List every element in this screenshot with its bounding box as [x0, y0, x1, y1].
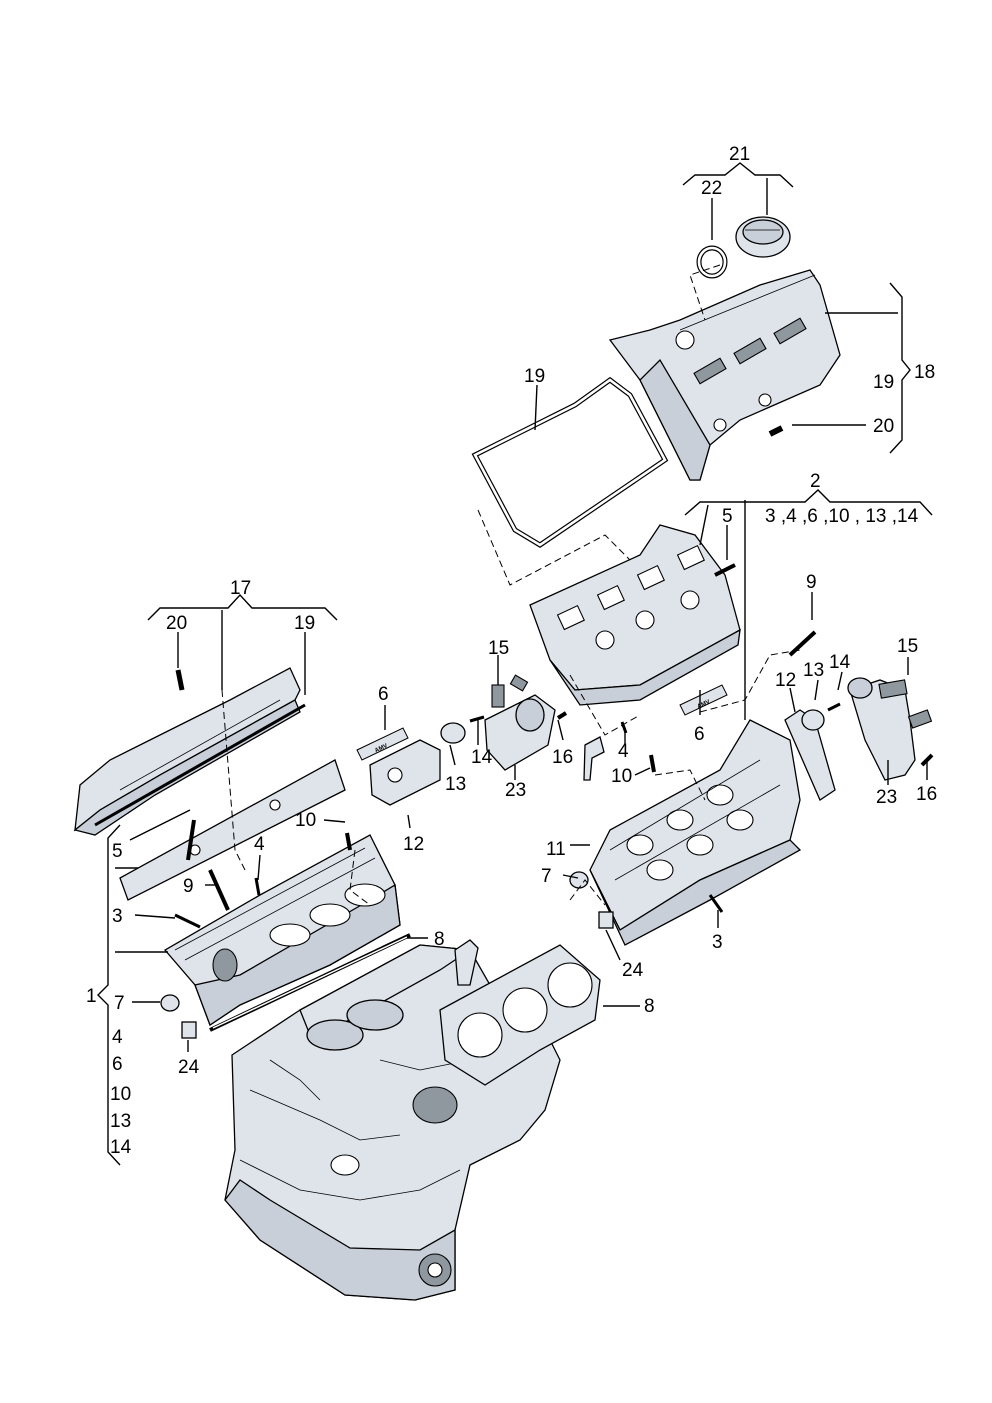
callout-5-right: 5	[722, 506, 733, 527]
cylinder-head-left-icon	[163, 834, 401, 1026]
cylinder-head-cover-left-icon	[73, 667, 301, 836]
camshaft-adjuster-housing-right	[784, 677, 933, 801]
callout-6-left: 6	[378, 684, 389, 705]
callout-3-left: 3	[112, 906, 123, 927]
callout-10-left: 10	[295, 810, 316, 831]
callout-9-right: 9	[806, 572, 817, 593]
callout-4-left: 4	[254, 834, 265, 855]
svg-text:AMV: AMV	[697, 699, 712, 710]
callout-10-right: 10	[611, 766, 632, 787]
oil-filler-cap-icon	[696, 216, 791, 279]
svg-text:AMV: AMV	[374, 743, 389, 754]
callout-2-list: 3 ,4 ,6 ,10 , 13 ,14	[765, 506, 919, 527]
callout-17: 17	[230, 578, 251, 599]
sealant-tube-icon: AMV AMV	[356, 684, 728, 761]
callout-19-left: 19	[294, 613, 315, 634]
callout-4-right: 4	[618, 741, 629, 762]
callout-3-right: 3	[712, 932, 723, 953]
callout-18: 18	[914, 362, 935, 383]
callout-20-top: 20	[873, 416, 894, 437]
cover-gasket-left	[94, 703, 306, 827]
head-gasket-right	[439, 944, 601, 1086]
callout-15-left: 15	[488, 638, 509, 659]
bolt-icon	[174, 425, 934, 929]
callout-8-right: 8	[644, 996, 655, 1017]
camshaft-adjuster-housing-left	[369, 674, 556, 806]
callout-9-left: 9	[183, 876, 194, 897]
leader-lines	[97, 162, 933, 1166]
callout-7-left: 7	[114, 993, 125, 1014]
camshaft-cover-strip-left	[119, 759, 346, 901]
callout-1-list-6: 6	[112, 1054, 123, 1075]
cylinder-head-right-icon	[589, 719, 802, 946]
head-gasket-left	[209, 933, 411, 1032]
callout-20-left: 20	[166, 613, 187, 634]
callout-22: 22	[701, 178, 722, 199]
callout-labels: 21 22 18 19 20 19 2 3 ,4 ,6 ,10 , 13 ,14…	[86, 144, 937, 1158]
callout-12-right: 12	[775, 670, 796, 691]
bracket-icon	[583, 736, 605, 781]
callout-8-left: 8	[434, 929, 445, 950]
callout-13-right: 13	[803, 660, 824, 681]
callout-6-right: 6	[694, 724, 705, 745]
callout-16-left: 16	[552, 747, 573, 768]
callout-2: 2	[810, 471, 821, 492]
cylinder-head-cover-right-icon	[608, 269, 841, 481]
callout-23-right: 23	[876, 787, 897, 808]
callout-14-right: 14	[829, 652, 851, 673]
callout-5-left: 5	[112, 841, 123, 862]
callout-21: 21	[729, 144, 750, 165]
callout-19-top: 19	[873, 372, 894, 393]
callout-24-right: 24	[622, 960, 644, 981]
callout-1: 1	[86, 986, 97, 1007]
seal-plug-icon	[160, 871, 614, 1039]
callout-14-left: 14	[471, 747, 493, 768]
callout-1-list-13: 13	[110, 1111, 131, 1132]
cover-gasket-right	[471, 376, 669, 548]
callout-12-left: 12	[403, 834, 424, 855]
callout-23-left: 23	[505, 780, 526, 801]
callout-1-list-4: 4	[112, 1027, 123, 1048]
callout-11: 11	[546, 839, 566, 860]
callout-7-right: 7	[541, 866, 552, 887]
callout-15-right: 15	[897, 636, 918, 657]
callout-19-gasket: 19	[524, 366, 545, 387]
callout-1-list-14: 14	[110, 1137, 132, 1158]
callout-13-left: 13	[445, 774, 466, 795]
callout-1-list-10: 10	[110, 1084, 131, 1105]
callout-24-left: 24	[178, 1057, 200, 1078]
camshaft-carrier-right-icon	[529, 524, 741, 706]
callout-16-right: 16	[916, 784, 937, 805]
